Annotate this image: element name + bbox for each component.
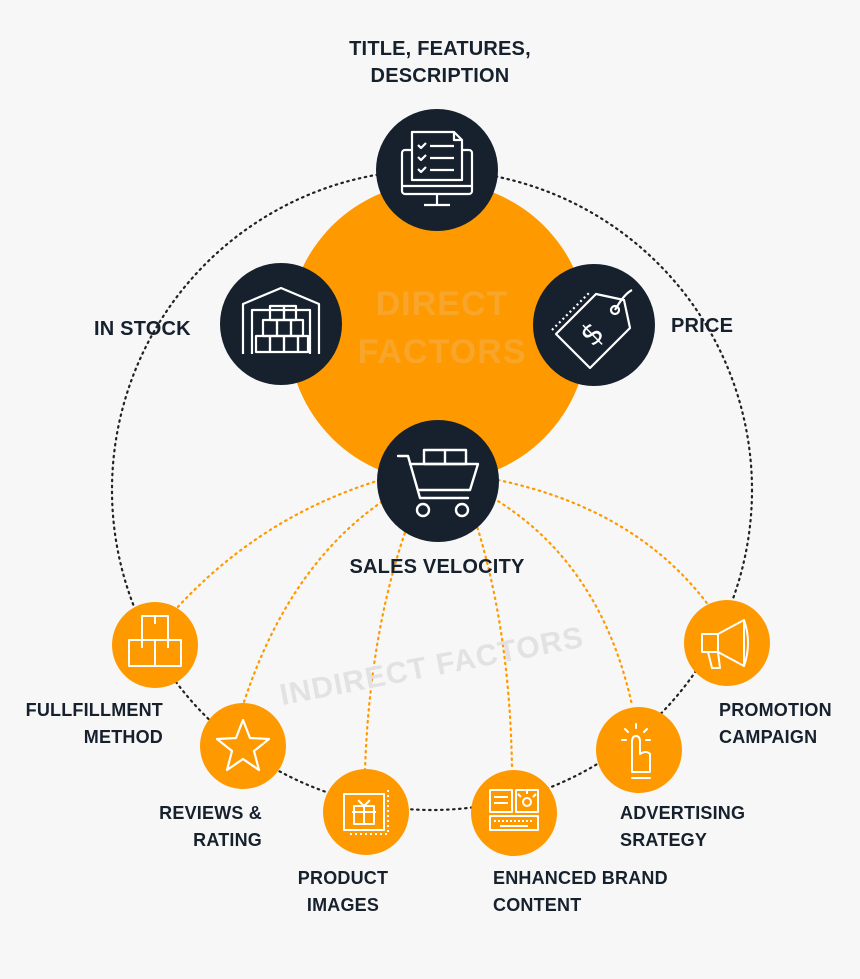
- reviews-node: [200, 703, 286, 789]
- enhanced-brand-content-node: [471, 770, 557, 856]
- document-monitor-icon: [400, 130, 474, 207]
- pointer-hand-icon: [621, 723, 651, 779]
- fulfillment-label: FULLFILLMENT METHOD: [25, 700, 163, 747]
- sales-velocity-label: SALES VELOCITY: [349, 556, 525, 578]
- promotion-label: PROMOTION CAMPAIGN: [719, 700, 832, 747]
- warehouse-icon: [241, 286, 321, 354]
- price-node: $: [533, 264, 655, 386]
- enhanced-brand-content-label: ENHANCED BRAND CONTENT: [493, 868, 668, 915]
- fulfillment-node: [112, 602, 198, 688]
- boxes-icon: [128, 615, 182, 667]
- shopping-cart-icon: [396, 448, 480, 518]
- direct-factors-circle: [288, 182, 588, 482]
- indirect-connectors: [160, 478, 714, 772]
- product-images-node: [323, 769, 409, 855]
- promotion-node: [684, 600, 770, 686]
- advertising-node: [596, 707, 682, 793]
- product-images-label: PRODUCT IMAGES: [297, 868, 389, 915]
- gift-image-icon: [343, 790, 389, 835]
- megaphone-icon: [701, 619, 749, 669]
- title-features-node: [376, 109, 498, 231]
- sales-velocity-node: [377, 420, 499, 542]
- star-icon: [215, 718, 271, 772]
- direct-factors-label: DIRECT FACTORS: [357, 285, 527, 371]
- book-keyboard-icon: [489, 789, 539, 831]
- reviews-label: REVIEWS & RATING: [159, 803, 262, 850]
- in-stock-label: IN STOCK: [94, 318, 191, 340]
- advertising-label: ADVERTISING SRATEGY: [620, 803, 746, 850]
- price-label: PRICE: [671, 315, 734, 337]
- in-stock-node: [220, 263, 342, 385]
- title-features-label: TITLE, FEATURES, DESCRIPTION: [349, 38, 531, 87]
